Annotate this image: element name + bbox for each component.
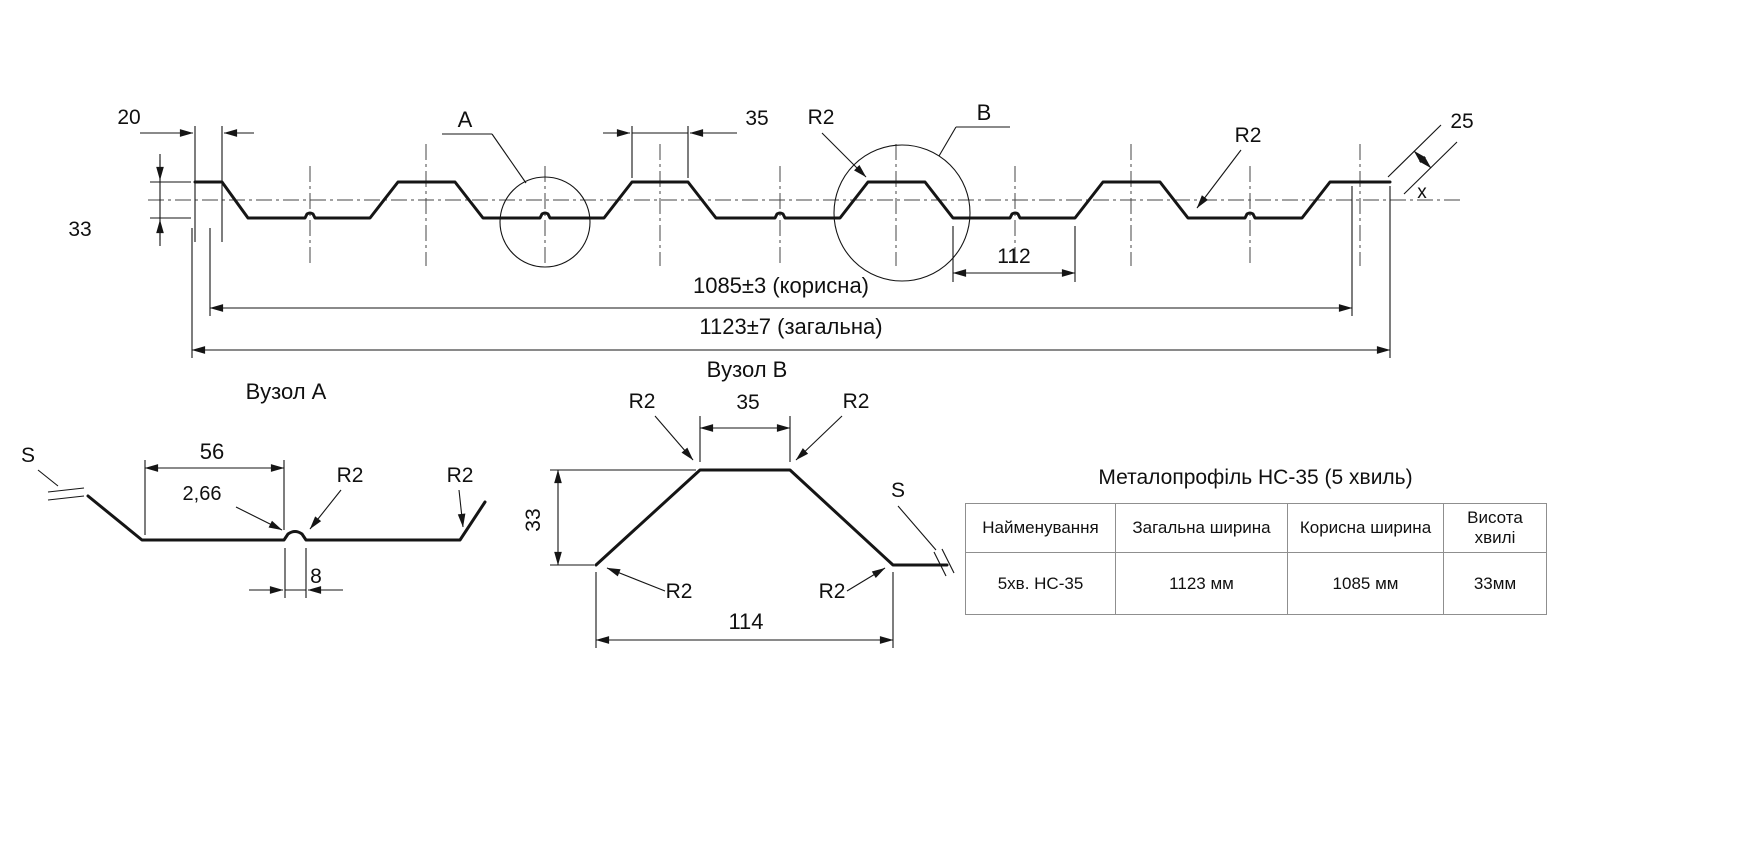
node-b-r2-top-left-label: R2 [629, 390, 656, 413]
total-width-label: 1123±7 (загальна) [699, 314, 882, 339]
spec-table: Найменування Загальна ширина Корисна шир… [965, 503, 1547, 615]
x-mark-label: x [1417, 182, 1427, 203]
r2-right-leader [1196, 149, 1242, 209]
dim-25 [1387, 124, 1458, 195]
callout-a [442, 133, 591, 268]
node-b-dim-35-label: 35 [736, 391, 759, 414]
spec-header-useful-width: Корисна ширина [1287, 503, 1444, 553]
callout-b-label: B [977, 100, 992, 125]
node-a-s-label: S [21, 444, 35, 467]
node-a-dim-8 [249, 548, 343, 598]
dim-25-label: 25 [1450, 110, 1473, 133]
r2-right-label: R2 [1235, 124, 1262, 147]
node-b-r2-top-right-label: R2 [843, 390, 870, 413]
node-a-dim-56-label: 56 [200, 439, 224, 464]
node-a-r2-notch-leader [309, 489, 342, 530]
spec-table-section: Металопрофіль НС-35 (5 хвиль) Найменуван… [965, 466, 1547, 615]
node-a-dim-266 [235, 506, 283, 531]
dim-33 [150, 154, 191, 246]
dim-35-label: 35 [745, 107, 768, 130]
dim-total-width [191, 186, 1391, 358]
node-b-r2-bottom-left-label: R2 [666, 580, 693, 603]
centerlines [148, 144, 1462, 266]
node-a-dim-56 [144, 460, 285, 535]
node-b-dim-33-label: 33 [522, 508, 545, 531]
spec-header-total-width: Загальна ширина [1115, 503, 1288, 553]
spec-cell-wave-height: 33мм [1443, 552, 1547, 615]
node-a-title: Вузол А [246, 379, 327, 404]
node-b-dim-33 [550, 469, 696, 566]
node-b-title: Вузол В [707, 357, 788, 382]
node-a-r2-slope-label: R2 [447, 464, 474, 487]
dim-20 [140, 126, 254, 242]
callout-a-label: A [458, 107, 473, 132]
dim-20-label: 20 [117, 106, 140, 129]
spec-table-header-row: Найменування Загальна ширина Корисна шир… [965, 503, 1547, 553]
node-a-dim-8-label: 8 [310, 565, 322, 588]
spec-header-name: Найменування [965, 503, 1116, 553]
node-b-outline [594, 468, 949, 567]
dim-33-label: 33 [68, 218, 91, 241]
spec-cell-total-width: 1123 мм [1115, 552, 1288, 615]
node-b-s-label: S [891, 479, 905, 502]
node-a-r2-slope-leader [457, 489, 466, 528]
dim-35 [603, 126, 737, 178]
spec-cell-useful-width: 1085 мм [1287, 552, 1444, 615]
spec-cell-name: 5хв. НС-35 [965, 552, 1116, 615]
node-a-thickness-marks [37, 469, 85, 501]
spec-header-wave-height: Висота хвилі [1443, 503, 1547, 553]
node-a-r2-notch-label: R2 [337, 464, 364, 487]
spec-table-title: Металопрофіль НС-35 (5 хвиль) [1098, 466, 1413, 489]
r2-top-label: R2 [808, 106, 835, 129]
node-b-dim-114 [595, 572, 894, 648]
dim-112 [952, 226, 1076, 282]
dim-useful-width [209, 186, 1353, 316]
node-a-outline [86, 494, 487, 542]
node-b-r2-bottom-right-label: R2 [819, 580, 846, 603]
profile-outline [193, 180, 1392, 220]
node-b-r2-bottom-left-leader [606, 567, 666, 592]
node-a-dim-266-label: 2,66 [183, 483, 222, 505]
node-b-dim-35 [699, 416, 791, 462]
spec-table-data-row: 5хв. НС-35 1123 мм 1085 мм 33мм [965, 552, 1547, 615]
node-b-r2-top-right-leader [795, 415, 843, 461]
node-b-r2-top-left-leader [654, 415, 694, 461]
node-b-dim-114-label: 114 [728, 609, 763, 634]
node-b-thickness-marks [897, 505, 955, 577]
useful-width-label: 1085±3 (корисна) [693, 273, 869, 298]
callout-b [833, 126, 1010, 282]
node-b-r2-bottom-right-leader [846, 567, 886, 592]
dim-112-label: 112 [997, 245, 1030, 268]
r2-top-leader [821, 132, 867, 178]
